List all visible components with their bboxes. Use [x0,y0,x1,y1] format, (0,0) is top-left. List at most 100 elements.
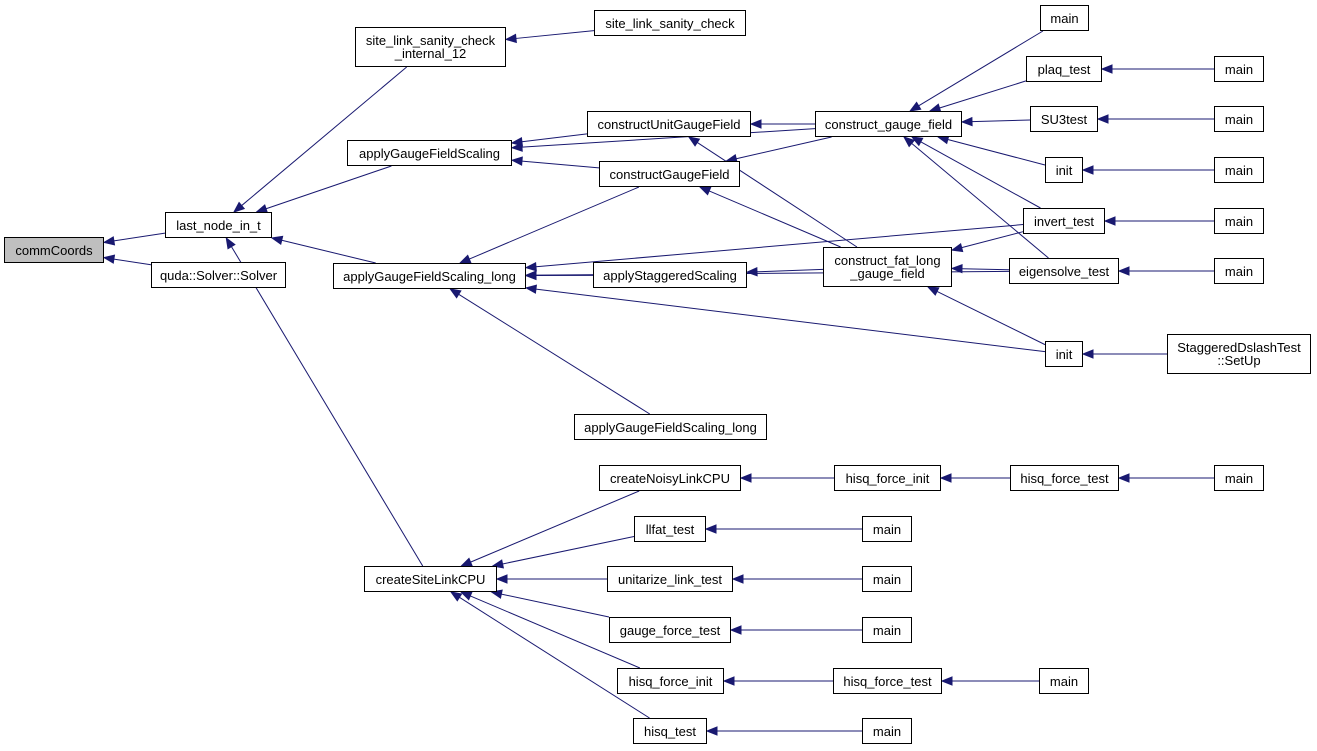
edge-constructGaugeField-to-applyGaugeFieldScaling [521,160,600,169]
arrowhead-main_hft2-to-hisq_force_test_2 [940,676,953,686]
edge-construct_gauge_field-to-applyGaugeFieldScaling [521,128,816,148]
edge-init_2-to-applyGaugeFieldScaling_long [535,288,1046,353]
node-invert-test[interactable]: invert_test [1023,208,1105,234]
node-staggereddslashtest-setup[interactable]: StaggeredDslashTest::SetUp [1167,334,1311,374]
node-construct-gauge-field[interactable]: construct_gauge_field [815,111,962,137]
arrowhead-constructUnitGaugeField-to-applyGaugeFieldScaling [510,137,523,147]
edge-site_link_sanity_check_internal_12-to-last_node_in_t [241,66,408,206]
node-constructgaugefield[interactable]: constructGaugeField [599,161,740,187]
arrowhead-eigensolve_test-to-construct_fat_long_gauge_field [950,263,963,274]
arrowhead-site_link_sanity_check_internal_12-to-last_node_in_t [232,201,246,213]
arrowhead-hisq_force_init_2-to-createSiteLinkCPU [459,591,473,601]
edge-construct_fat_long_gauge_field-to-applyStaggeredScaling [756,268,824,273]
node-su3test[interactable]: SU3test [1030,106,1098,132]
node-applystaggeredscaling[interactable]: applyStaggeredScaling [593,262,747,288]
node-hisq-force-test-1[interactable]: hisq_force_test [1010,465,1119,491]
node-site-link-sanity-check-internal-12[interactable]: site_link_sanity_check_internal_12 [355,27,506,67]
arrowhead-main_llfat-to-llfat_test [704,524,717,534]
node-main-su3[interactable]: main [1214,106,1264,132]
edge-constructUnitGaugeField-to-applyGaugeFieldScaling [521,133,588,143]
arrowhead-hisq_force_init_1-to-createNoisyLinkCPU [739,473,752,483]
arrowhead-init_2-to-applyGaugeFieldScaling_long [524,284,537,294]
arrowhead-llfat_test-to-createSiteLinkCPU [491,559,505,569]
edge-applyGaugeFieldScaling-to-last_node_in_t [265,165,392,210]
node-hisq-test[interactable]: hisq_test [633,718,707,744]
arrowhead-hisq_test-to-createSiteLinkCPU [449,591,463,602]
edge-gauge_force_test-to-createSiteLinkCPU [501,593,610,618]
arrowhead-unitarize_link_test-to-createSiteLinkCPU [495,574,508,584]
node-main-hisq-force-test-1[interactable]: main [1214,465,1264,491]
edge-init_2-to-construct_fat_long_gauge_field [936,290,1046,346]
arrowhead-hisq_force_test_2-to-hisq_force_init_2 [722,676,735,686]
node-hisq-force-test-2[interactable]: hisq_force_test [833,668,942,694]
node-hisq-force-init-1[interactable]: hisq_force_init [834,465,941,491]
arrowhead-eigensolve_test-to-construct_gauge_field [902,136,916,148]
arrowhead-construct_fat_long_gauge_field-to-applyStaggeredScaling [745,267,758,277]
edge-init_1-to-construct_gauge_field [947,139,1046,166]
edge-invert_test-to-construct_gauge_field [920,141,1041,209]
node-main-invert[interactable]: main [1214,208,1264,234]
node-main-plaq[interactable]: main [1214,56,1264,82]
arrowhead-main_invert-to-invert_test [1103,216,1116,226]
edge-invert_test-to-applyGaugeFieldScaling_long [535,224,1024,268]
node-unitarize-link-test[interactable]: unitarize_link_test [607,566,733,592]
arrowhead-invert_test-to-construct_fat_long_gauge_field [950,242,964,253]
arrowhead-main_plaq-to-plaq_test [1100,64,1113,74]
arrowhead-construct_fat_long_gauge_field-to-constructUnitGaugeField [687,136,701,147]
arrowhead-SU3test-to-construct_gauge_field [960,116,973,127]
edge-createSiteLinkCPU-to-last_node_in_t [230,246,424,567]
arrowhead-main_hisq-to-hisq_test [705,726,718,736]
node-commcoords: commCoords [4,237,104,263]
node-applygaugefieldscaling[interactable]: applyGaugeFieldScaling [347,140,512,166]
edge-quda_solver-to-commCoords [113,258,152,266]
edge-eigensolve_test-to-construct_gauge_field [911,143,1049,259]
node-main-gauge-force[interactable]: main [862,617,912,643]
node-plaq-test[interactable]: plaq_test [1026,56,1102,82]
edge-invert_test-to-construct_fat_long_gauge_field [961,231,1024,249]
node-llfat-test[interactable]: llfat_test [634,516,706,542]
node-main-unitarize[interactable]: main [862,566,912,592]
arrowhead-createNoisyLinkCPU-to-createSiteLinkCPU [460,557,473,567]
edge-createNoisyLinkCPU-to-createSiteLinkCPU [470,490,640,563]
node-gauge-force-test[interactable]: gauge_force_test [609,617,731,643]
node-main-hisq-force-test-2[interactable]: main [1039,668,1089,694]
node-main-llfat[interactable]: main [862,516,912,542]
node-main-init-1[interactable]: main [1214,157,1264,183]
edge-construct_gauge_field-to-constructGaugeField [736,136,832,160]
node-eigensolve-test[interactable]: eigensolve_test [1009,258,1119,284]
node-applygaugefieldscaling-long[interactable]: applyGaugeFieldScaling_long [333,263,526,289]
arrowhead-last_node_in_t-to-commCoords [102,236,116,246]
arrowhead-main_su3-to-SU3test [1096,114,1109,124]
node-init-1[interactable]: init [1045,157,1083,183]
arrowhead-invert_test-to-applyGaugeFieldScaling_long [524,262,537,272]
arrowhead-eigensolve_test-to-applyGaugeFieldScaling_long [524,270,537,280]
node-createnoisylinkcpu[interactable]: createNoisyLinkCPU [599,465,741,491]
edge-eigensolve_test-to-construct_fat_long_gauge_field [961,268,1010,271]
arrowhead-main_init1-to-init_1 [1081,165,1094,175]
arrowhead-site_link_sanity_check-to-site_link_sanity_check_internal_12 [504,33,517,44]
edge-SU3test-to-construct_gauge_field [971,119,1031,123]
edge-applyGaugeFieldScaling_long_2-to-applyGaugeFieldScaling_long [458,293,651,415]
edge-hisq_force_init_2-to-createSiteLinkCPU [470,595,641,669]
node-quda-solver-solver[interactable]: quda::Solver::Solver [151,262,286,288]
arrowhead-construct_fat_long_gauge_field-to-constructGaugeField [698,186,712,196]
node-main-top[interactable]: main [1040,5,1089,31]
node-construct-fat-long-gauge-field[interactable]: construct_fat_long_gauge_field [823,247,952,287]
arrowhead-main_eigen-to-eigensolve_test [1117,266,1130,276]
node-constructunitgaugefield[interactable]: constructUnitGaugeField [587,111,751,137]
node-createsitelinkcpu[interactable]: createSiteLinkCPU [364,566,497,592]
node-hisq-force-init-2[interactable]: hisq_force_init [617,668,724,694]
arrowhead-staggered_setup-to-init_2 [1081,349,1094,359]
arrowhead-main_unitarize-to-unitarize_link_test [731,574,744,584]
node-main-eigen[interactable]: main [1214,258,1264,284]
arrowhead-hisq_force_test_1-to-hisq_force_init_1 [939,473,952,483]
node-main-hisq[interactable]: main [862,718,912,744]
node-init-2[interactable]: init [1045,341,1083,367]
node-last-node-in-t[interactable]: last_node_in_t [165,212,272,238]
node-applygaugefieldscaling-long-recursive[interactable]: applyGaugeFieldScaling_long [574,414,767,440]
edge-construct_fat_long_gauge_field-to-constructUnitGaugeField [696,142,858,248]
node-site-link-sanity-check[interactable]: site_link_sanity_check [594,10,746,36]
arrowhead-applyGaugeFieldScaling_long_2-to-applyGaugeFieldScaling_long [449,288,462,299]
arrowhead-construct_gauge_field-to-constructUnitGaugeField [749,119,762,129]
